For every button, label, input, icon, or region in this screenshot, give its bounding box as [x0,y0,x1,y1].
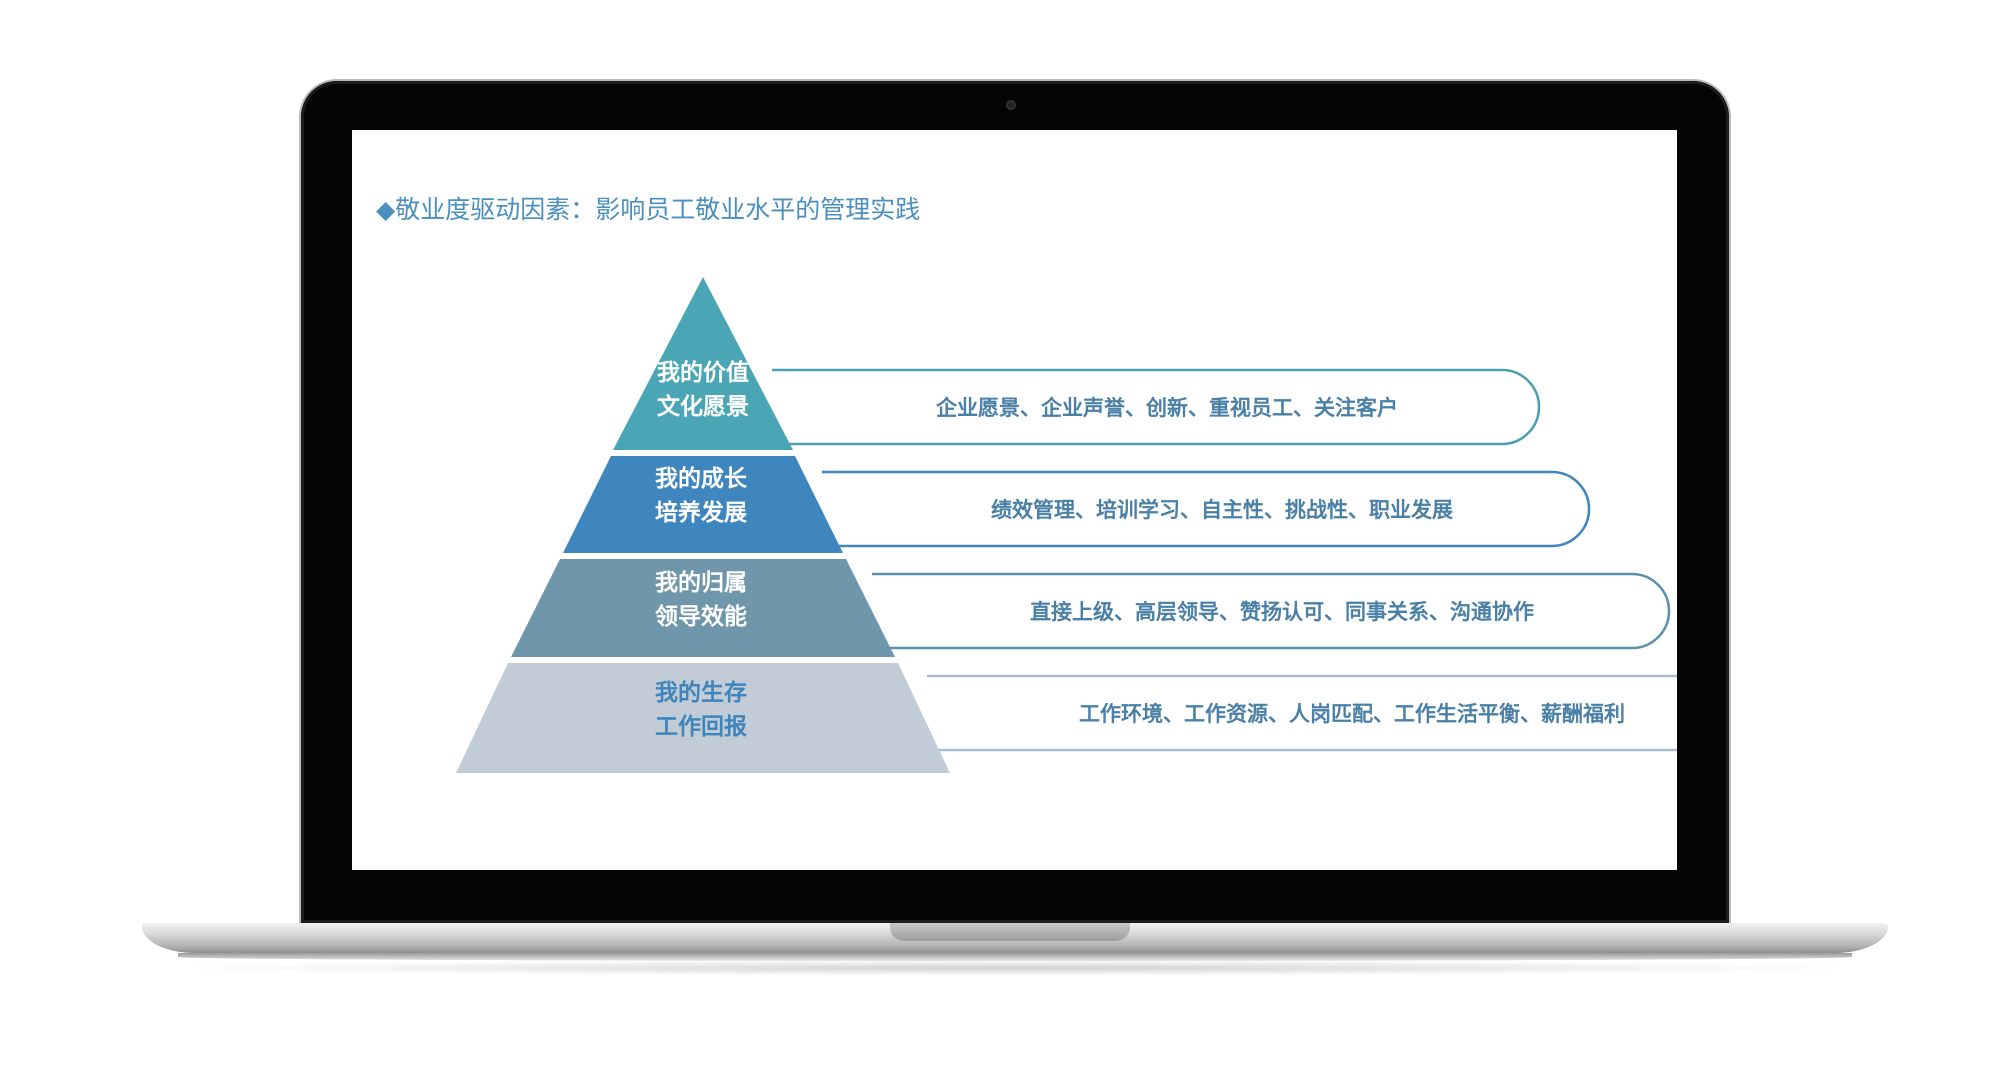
tier-label-0-line1: 我的价值 [657,360,749,386]
pyramid-tier-1 [563,456,843,553]
tier-label-2: 我的归属 领导效能 [581,566,821,634]
slide: ◆敬业度驱动因素：影响员工敬业水平的管理实践 我的价值 文化愿景 我的成长 培养… [352,130,1677,870]
camera-icon [1006,100,1016,110]
slide-title-text: 敬业度驱动因素：影响员工敬业水平的管理实践 [395,195,921,224]
tier-label-2-line1: 我的归属 [655,570,747,596]
tier-label-1-line2: 培养发展 [655,500,747,526]
laptop-base-lip [178,953,1852,961]
tier-label-1-line1: 我的成长 [655,466,747,492]
pyramid-tier-3 [456,663,950,773]
tier-label-1: 我的成长 培养发展 [581,462,821,530]
callout-outline-0 [772,368,1541,446]
practice-text-3: 工作环境、工作资源、人岗匹配、工作生活平衡、薪酬福利 [1079,702,1625,726]
practice-text-1: 绩效管理、培训学习、自主性、挑战性、职业发展 [991,498,1453,522]
tier-label-2-line2: 领导效能 [655,604,747,630]
pyramid-diagram [456,277,1677,773]
tier-label-3: 我的生存 工作回报 [581,676,821,744]
tier-label-0: 我的价值 文化愿景 [583,356,823,424]
callout-outline-1 [822,470,1591,548]
pyramid-tier-0 [613,277,793,450]
pyramid-tier-2 [511,559,895,657]
tier-label-3-line1: 我的生存 [655,680,747,706]
slide-title: ◆敬业度驱动因素：影响员工敬业水平的管理实践 [376,190,920,226]
laptop-shadow [160,960,1870,976]
practice-text-2: 直接上级、高层领导、赞扬认可、同事关系、沟通协作 [1030,600,1534,624]
tier-label-3-line2: 工作回报 [655,714,747,740]
diamond-bullet-icon: ◆ [376,195,396,224]
callout-outline-2 [872,572,1671,650]
laptop-notch [890,923,1130,941]
tier-label-0-line2: 文化愿景 [657,394,749,420]
practice-text-0: 企业愿景、企业声誉、创新、重视员工、关注客户 [936,396,1398,420]
